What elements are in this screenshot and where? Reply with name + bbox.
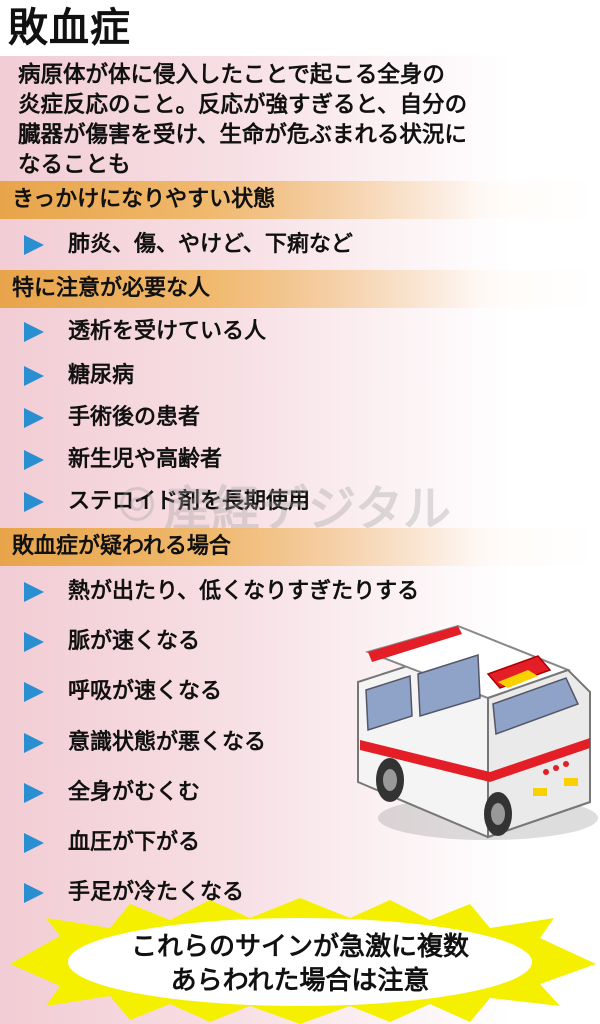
play-arrow-icon [22, 728, 52, 758]
list-item: 糖尿病 [22, 361, 134, 391]
list-item: 熱が出たり、低くなりすぎたりする [22, 577, 419, 607]
play-arrow-icon [22, 317, 52, 347]
list-item-text: 意識状態が悪くなる [68, 730, 267, 755]
list-item-text: 糖尿病 [68, 363, 135, 388]
title-bar: 敗血症 [0, 0, 600, 56]
callout-line: これらのサインが急激に複数 [130, 932, 469, 962]
watermark: 産経デジタル [120, 474, 451, 537]
section-title: きっかけになりやすい状態 [12, 187, 276, 212]
section-header-risk-groups: 特に注意が必要な人 [0, 270, 600, 308]
list-item: 透析を受けている人 [22, 317, 266, 347]
section-header-triggers: きっかけになりやすい状態 [0, 181, 600, 219]
list-item-text: 手術後の患者 [68, 405, 201, 430]
list-item: 全身がむくむ [22, 778, 200, 808]
list-item-text: 脈が速くなる [68, 629, 201, 654]
page-title: 敗血症 [8, 4, 131, 51]
list-item: ステロイド剤を長期使用 [22, 487, 310, 517]
list-item-text: 熱が出たり、低くなりすぎたりする [68, 579, 420, 604]
list-item-text: 肺炎、傷、やけど、下痢など [68, 232, 353, 257]
intro-line: なることも [18, 152, 131, 178]
play-arrow-icon [22, 487, 52, 517]
watermark-seal-icon [120, 487, 154, 521]
list-item-text: 全身がむくむ [68, 780, 201, 805]
play-arrow-icon [22, 445, 52, 475]
callout-text: これらのサインが急激に複数 あらわれた場合は注意 [0, 930, 600, 998]
list-item-text: 手足が冷たくなる [68, 880, 245, 905]
intro-line: 病原体が体に侵入したことで起こる全身の [18, 62, 445, 88]
section-title: 特に注意が必要な人 [12, 276, 211, 301]
list-item: 肺炎、傷、やけど、下痢など [22, 230, 353, 260]
play-arrow-icon [22, 778, 52, 808]
play-arrow-icon [22, 677, 52, 707]
intro-line: 炎症反応のこと。反応が強すぎると、自分の [18, 92, 468, 118]
ambulance-illustration [357, 624, 598, 840]
play-arrow-icon [22, 230, 52, 260]
alert-burst-shape [10, 898, 596, 1024]
list-item-text: 呼吸が速くなる [68, 679, 223, 704]
list-item-text: 新生児や高齢者 [68, 447, 223, 472]
play-arrow-icon [22, 828, 52, 858]
list-item: 新生児や高齢者 [22, 445, 222, 475]
list-item-text: ステロイド剤を長期使用 [68, 489, 311, 514]
play-arrow-icon [22, 403, 52, 433]
list-item: 脈が速くなる [22, 627, 200, 657]
list-item-text: 透析を受けている人 [68, 319, 267, 344]
callout-line: あらわれた場合は注意 [170, 966, 430, 996]
intro-text: 病原体が体に侵入したことで起こる全身の 炎症反応のこと。反応が強すぎると、自分の… [18, 60, 588, 180]
play-arrow-icon [22, 627, 52, 657]
list-item-text: 血圧が下がる [68, 830, 201, 855]
play-arrow-icon [22, 361, 52, 391]
list-item: 意識状態が悪くなる [22, 728, 266, 758]
list-item: 手足が冷たくなる [22, 878, 244, 908]
intro-line: 臓器が傷害を受け、生命が危ぶまれる状況に [18, 122, 467, 148]
watermark-text: 産経デジタル [164, 481, 452, 537]
list-item: 手術後の患者 [22, 403, 200, 433]
play-arrow-icon [22, 577, 52, 607]
section-title: 敗血症が疑われる場合 [12, 534, 231, 559]
list-item: 血圧が下がる [22, 828, 200, 858]
section-header-warning-signs: 敗血症が疑われる場合 [0, 528, 600, 566]
play-arrow-icon [22, 878, 52, 908]
list-item: 呼吸が速くなる [22, 677, 222, 707]
